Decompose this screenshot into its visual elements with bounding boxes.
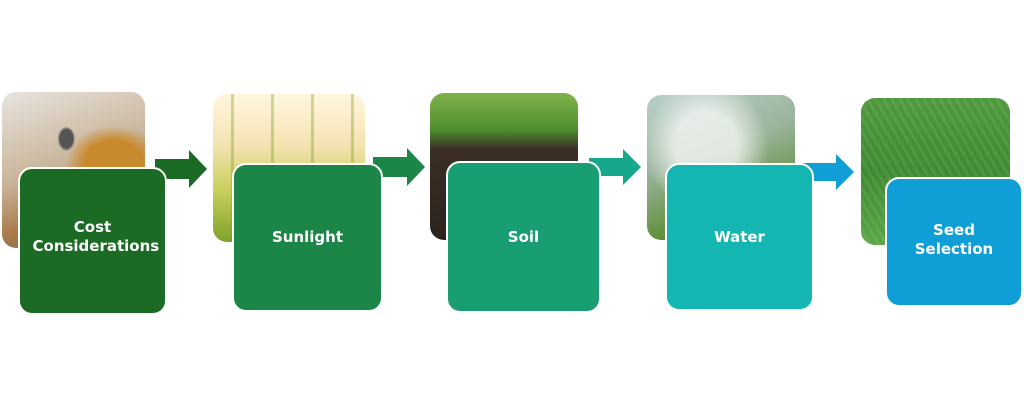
step-sunlight: Sunlight bbox=[232, 163, 383, 312]
step-water: Water bbox=[665, 163, 814, 311]
step-cost-considerations: Cost Considerations bbox=[18, 167, 167, 315]
step-label: Water bbox=[714, 227, 765, 246]
arrow-right-icon bbox=[589, 149, 641, 185]
arrow-right-icon bbox=[803, 154, 854, 190]
step-label: Seed Selection bbox=[914, 221, 994, 258]
arrow-right-icon bbox=[155, 150, 207, 188]
step-label: Cost Considerations bbox=[32, 218, 160, 255]
step-soil: Soil bbox=[446, 161, 601, 313]
arrow-right-icon bbox=[373, 148, 425, 186]
step-label: Sunlight bbox=[271, 228, 344, 246]
step-label: Soil bbox=[507, 227, 540, 246]
step-seed-selection: Seed Selection bbox=[885, 177, 1023, 307]
